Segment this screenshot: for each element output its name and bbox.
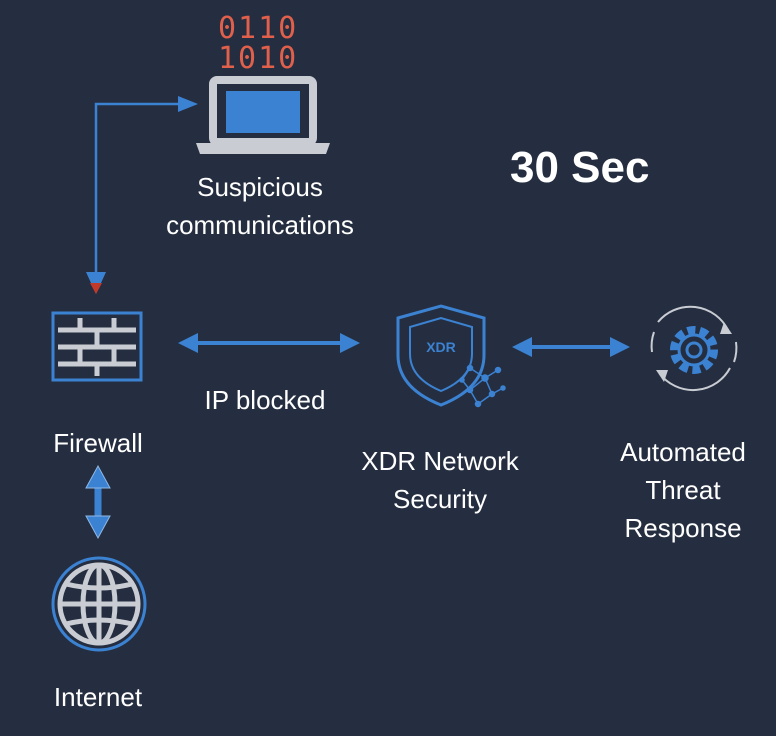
response-label-line-2: Threat — [645, 475, 721, 505]
binary-line-2: 1010 — [218, 41, 299, 76]
firewall-xdr-arrow — [178, 333, 360, 353]
laptop-label-line-1: Suspicious — [197, 172, 323, 202]
xdr-label-line-1: XDR Network — [361, 446, 519, 476]
shield-icon — [396, 304, 506, 408]
firewall-icon — [51, 311, 143, 382]
xdr-label-line-2: Security — [393, 484, 487, 514]
response-label-line-1: Automated — [620, 437, 746, 467]
internet-label: Internet — [53, 682, 143, 712]
laptop-label: Suspicious communications — [150, 168, 370, 244]
firewall-internet-arrow — [85, 464, 111, 540]
binary-digits: 0110 1010 — [218, 14, 298, 74]
edge-label-ip-blocked: IP blocked — [204, 385, 326, 415]
globe-icon — [51, 556, 147, 652]
binary-line-1: 0110 — [218, 11, 299, 46]
response-label: Automated Threat Response — [590, 433, 776, 547]
laptop-icon — [196, 76, 330, 154]
timer-label: 30 Sec — [510, 143, 650, 192]
gear-cycle-icon — [650, 305, 738, 392]
response-label-line-3: Response — [624, 513, 742, 543]
xdr-label: XDR Network Security — [340, 442, 540, 518]
xdr-response-arrow — [512, 337, 630, 357]
laptop-label-line-2: communications — [166, 210, 354, 240]
laptop-firewall-connector — [86, 96, 198, 294]
xdr-badge: XDR — [426, 339, 456, 355]
firewall-label: Firewall — [53, 428, 143, 458]
